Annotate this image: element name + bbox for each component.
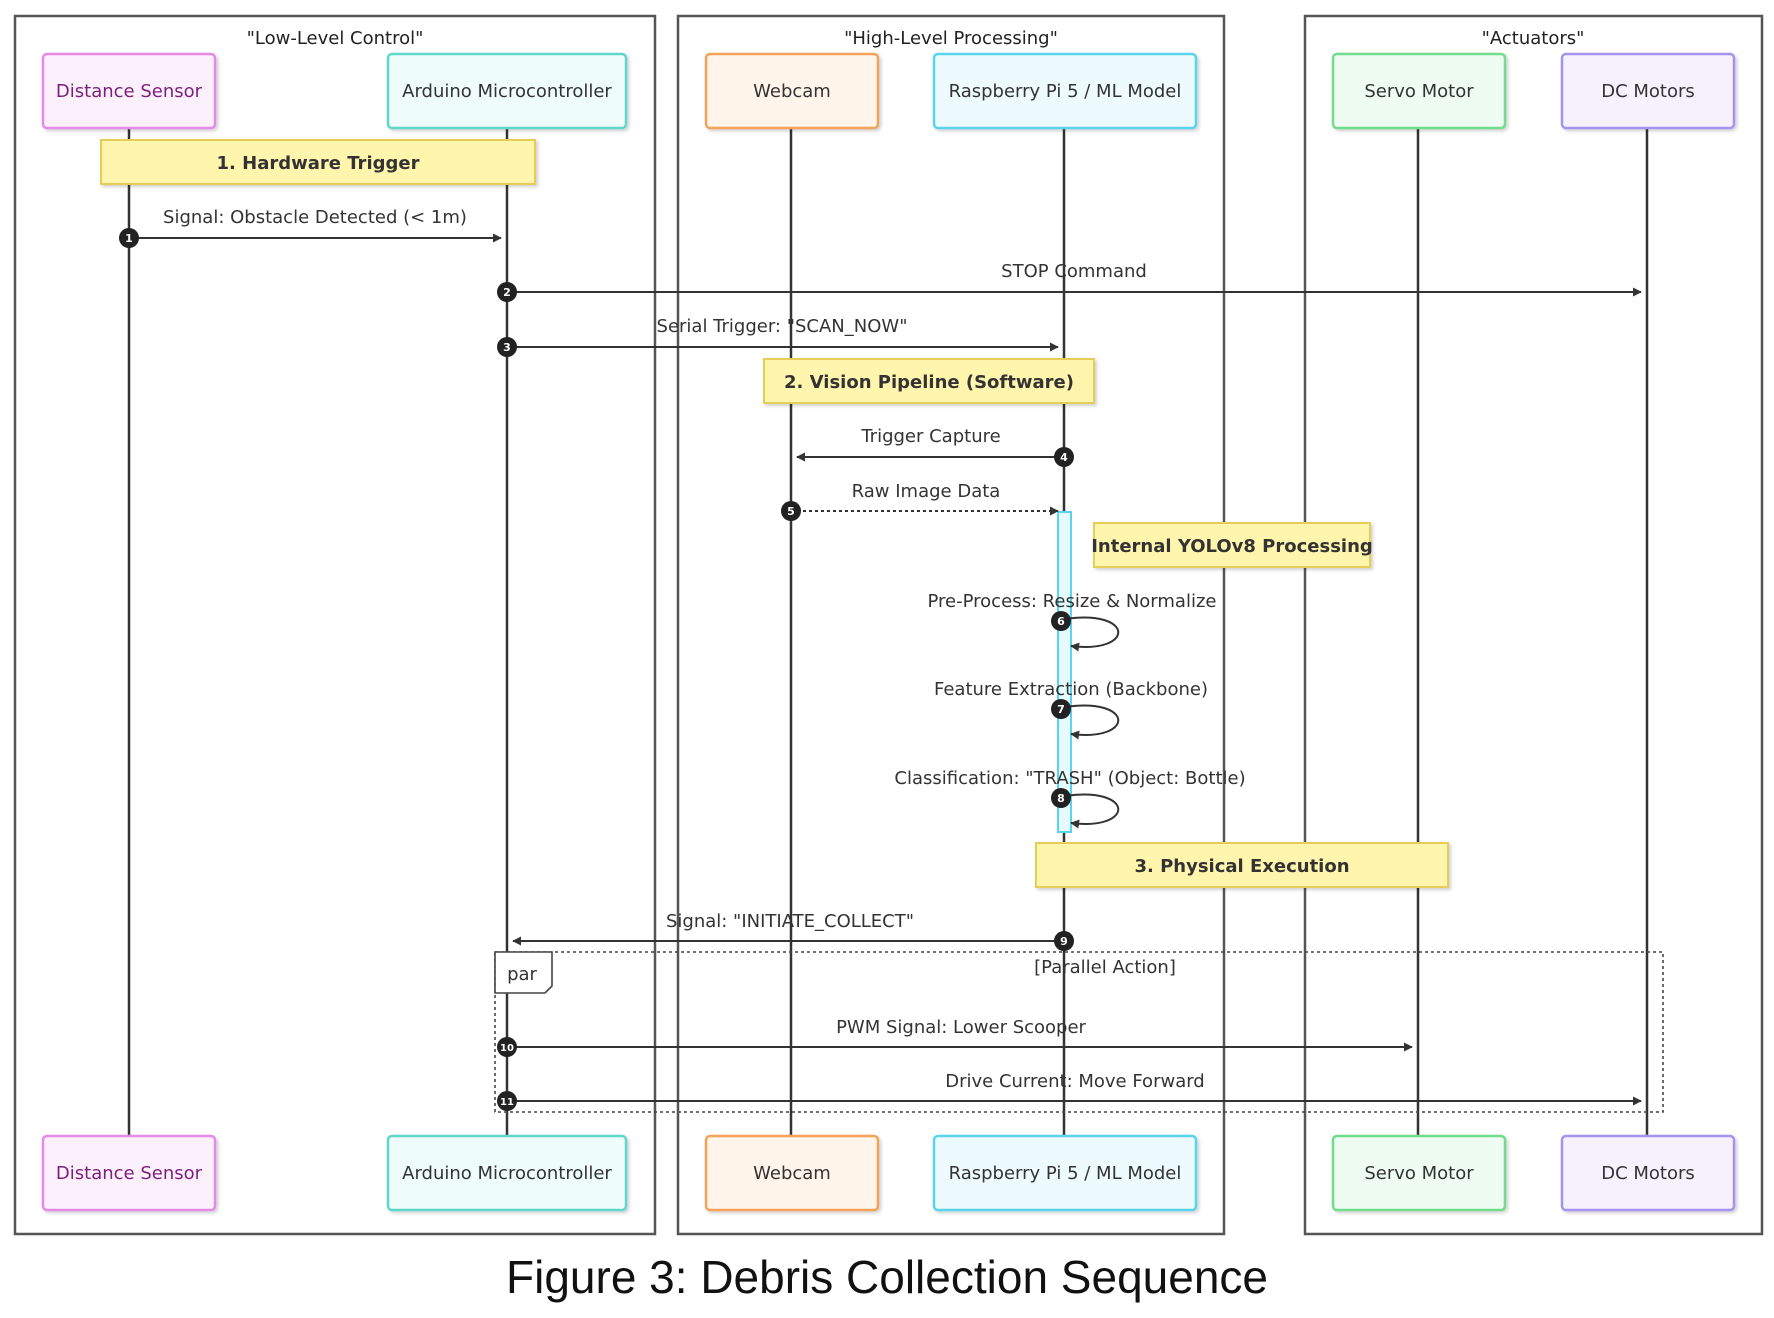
message-label: Serial Trigger: "SCAN_NOW" xyxy=(657,316,908,337)
sequence-number-text: 6 xyxy=(1057,615,1065,628)
sequence-number-text: 8 xyxy=(1057,792,1065,805)
participant-label: Webcam xyxy=(753,1163,831,1184)
participant-bottom-servo-motor: Servo Motor xyxy=(1331,1134,1507,1212)
participant-label: Distance Sensor xyxy=(56,81,203,102)
participant-bottom-distance-sensor: Distance Sensor xyxy=(41,1134,217,1212)
fragment-condition: [Parallel Action] xyxy=(1034,957,1176,978)
fragment-label: par xyxy=(507,964,537,985)
sequence-number-text: 2 xyxy=(503,286,511,299)
message-4: Trigger Capture 4 xyxy=(796,426,1074,467)
message-1: Signal: Obstacle Detected (< 1m) 1 xyxy=(119,207,502,248)
participant-top-webcam: Webcam xyxy=(704,52,880,130)
message-label: Pre-Process: Resize & Normalize xyxy=(928,591,1217,612)
activation-bar xyxy=(1057,511,1072,833)
message-7: Feature Extraction (Backbone) 7 xyxy=(934,679,1208,740)
group-title-low: "Low-Level Control" xyxy=(247,28,424,49)
message-9: Signal: "INITIATE_COLLECT" 9 xyxy=(512,911,1074,951)
sequence-number xyxy=(1054,447,1074,467)
note-text: 2. Vision Pipeline (Software) xyxy=(784,372,1074,393)
participant-bottom-webcam: Webcam xyxy=(704,1134,880,1212)
participant-top-servo-motor: Servo Motor xyxy=(1331,52,1507,130)
participant-top-arduino: Arduino Microcontroller xyxy=(386,52,628,130)
sequence-number-text: 10 xyxy=(500,1043,514,1054)
message-6: Pre-Process: Resize & Normalize 6 xyxy=(928,591,1217,652)
group-high-level-processing: "High-Level Processing" xyxy=(676,14,1226,1236)
sequence-number-text: 11 xyxy=(500,1097,514,1108)
message-label: STOP Command xyxy=(1001,261,1147,282)
sequence-number xyxy=(497,282,517,302)
note-text: 1. Hardware Trigger xyxy=(217,153,420,174)
message-label: Feature Extraction (Backbone) xyxy=(934,679,1208,700)
message-arrow xyxy=(1064,793,1120,829)
message-label: Signal: Obstacle Detected (< 1m) xyxy=(163,207,467,228)
participant-label: Arduino Microcontroller xyxy=(402,81,612,102)
message-label: Raw Image Data xyxy=(852,481,1001,502)
message-10: PWM Signal: Lower Scooper 10 xyxy=(497,1017,1413,1057)
sequence-number xyxy=(119,228,139,248)
note-text: Internal YOLOv8 Processing xyxy=(1091,536,1373,557)
sequence-number xyxy=(497,1037,517,1057)
message-label: PWM Signal: Lower Scooper xyxy=(836,1017,1086,1038)
lifelines xyxy=(127,128,1649,1136)
message-3: Serial Trigger: "SCAN_NOW" 3 xyxy=(497,316,1059,357)
sequence-number xyxy=(1051,699,1071,719)
message-label: Drive Current: Move Forward xyxy=(945,1071,1204,1092)
sequence-number xyxy=(1051,788,1071,808)
group-title-high: "High-Level Processing" xyxy=(844,28,1058,49)
note-vision-pipeline: 2. Vision Pipeline (Software) xyxy=(763,358,1095,404)
message-5: Raw Image Data 5 xyxy=(781,481,1059,521)
sequence-number xyxy=(781,501,801,521)
participants-top: Distance Sensor Arduino Microcontroller … xyxy=(41,52,1736,130)
message-11: Drive Current: Move Forward 11 xyxy=(497,1071,1642,1111)
sequence-number-text: 7 xyxy=(1057,703,1065,716)
note-yolo-processing: Internal YOLOv8 Processing xyxy=(1091,522,1373,568)
message-arrow xyxy=(1064,616,1120,652)
message-2: STOP Command 2 xyxy=(497,261,1642,302)
participant-bottom-dc-motors: DC Motors xyxy=(1560,1134,1736,1212)
participant-label: Raspberry Pi 5 / ML Model xyxy=(949,81,1182,102)
group-low-level-control: "Low-Level Control" xyxy=(13,14,657,1236)
sequence-number-text: 1 xyxy=(125,232,133,245)
participant-label: Arduino Microcontroller xyxy=(402,1163,612,1184)
sequence-number-text: 3 xyxy=(503,341,511,354)
message-label: Classification: "TRASH" (Object: Bottle) xyxy=(894,768,1245,789)
participant-label: Servo Motor xyxy=(1364,1163,1474,1184)
sequence-number-text: 9 xyxy=(1060,935,1068,948)
participant-label: Webcam xyxy=(753,81,831,102)
message-label: Trigger Capture xyxy=(860,426,1000,447)
participant-label: Raspberry Pi 5 / ML Model xyxy=(949,1163,1182,1184)
group-actuators: "Actuators" xyxy=(1303,14,1764,1236)
sequence-number xyxy=(1054,931,1074,951)
participant-label: DC Motors xyxy=(1601,81,1695,102)
participant-top-dc-motors: DC Motors xyxy=(1560,52,1736,130)
note-physical-execution: 3. Physical Execution xyxy=(1035,842,1449,888)
participant-bottom-arduino: Arduino Microcontroller xyxy=(386,1134,628,1212)
group-title-actuators: "Actuators" xyxy=(1482,28,1585,49)
participant-top-distance-sensor: Distance Sensor xyxy=(41,52,217,130)
note-hardware-trigger: 1. Hardware Trigger xyxy=(100,139,536,185)
figure-caption: Figure 3: Debris Collection Sequence xyxy=(506,1251,1268,1303)
sequence-diagram: "Low-Level Control" "High-Level Processi… xyxy=(13,14,1764,1236)
participant-label: Servo Motor xyxy=(1364,81,1474,102)
message-arrow xyxy=(1064,704,1120,740)
sequence-number xyxy=(497,337,517,357)
participant-label: Distance Sensor xyxy=(56,1163,203,1184)
sequence-number-text: 4 xyxy=(1060,451,1068,464)
sequence-number xyxy=(497,1091,517,1111)
participants-bottom: Distance Sensor Arduino Microcontroller … xyxy=(41,1134,1736,1212)
message-8: Classification: "TRASH" (Object: Bottle)… xyxy=(894,768,1246,829)
participant-label: DC Motors xyxy=(1601,1163,1695,1184)
participant-bottom-raspberry-pi: Raspberry Pi 5 / ML Model xyxy=(932,1134,1198,1212)
sequence-number xyxy=(1051,611,1071,631)
par-fragment: par [Parallel Action] xyxy=(494,951,1664,1113)
note-text: 3. Physical Execution xyxy=(1134,856,1349,877)
sequence-number-text: 5 xyxy=(787,505,795,518)
participant-top-raspberry-pi: Raspberry Pi 5 / ML Model xyxy=(932,52,1198,130)
message-label: Signal: "INITIATE_COLLECT" xyxy=(666,911,914,932)
